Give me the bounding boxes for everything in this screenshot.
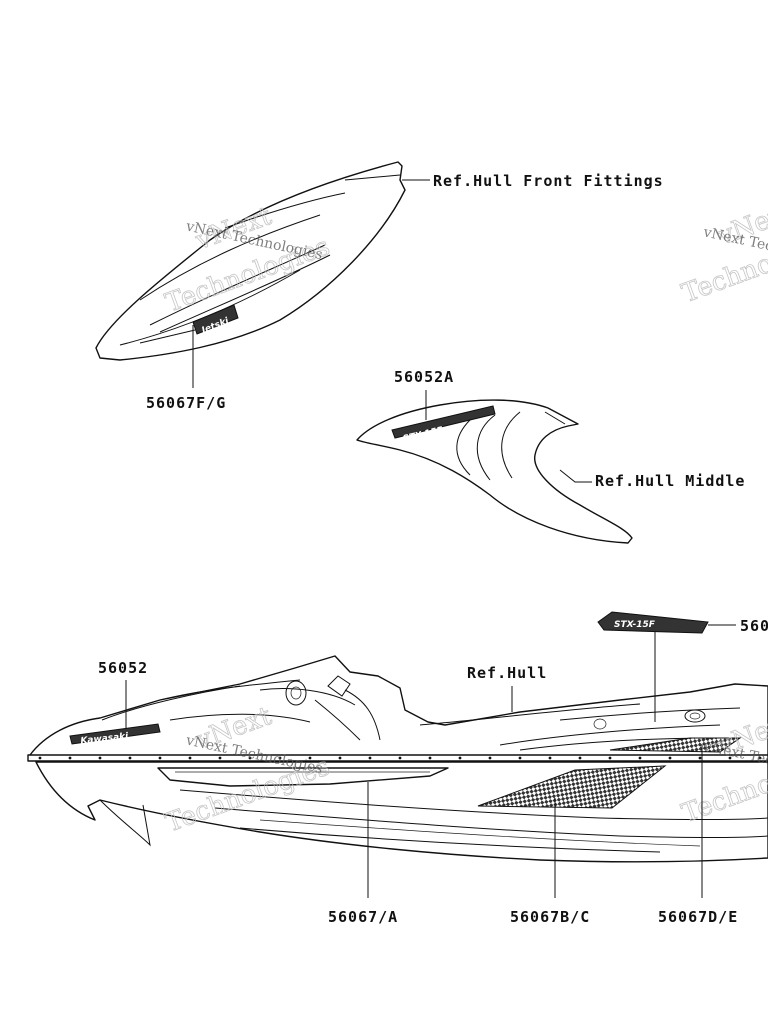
label-ref-hull: Ref.Hull: [467, 664, 547, 682]
hull-front-fitting: Jetski: [95, 161, 406, 361]
leader-lines: [125, 179, 736, 898]
top-stx-decal: STX-15F: [597, 611, 709, 634]
label-56052: 56052: [98, 659, 148, 677]
label-ref-hull-middle: Ref.Hull Middle: [595, 472, 745, 490]
label-56067fg: 56067F/G: [146, 394, 226, 412]
svg-text:STX-15F: STX-15F: [614, 620, 656, 630]
label-5606: 5606: [740, 617, 768, 635]
label-56067a: 56067/A: [328, 908, 398, 926]
label-56052a: 56052A: [394, 368, 454, 386]
label-56067de: 56067D/E: [658, 908, 738, 926]
main-hull: Kawasaki: [27, 655, 768, 863]
rub-rail-dots: [38, 756, 762, 760]
label-56067bc: 56067B/C: [510, 908, 590, 926]
label-ref-hull-front-fittings: Ref.Hull Front Fittings: [433, 172, 664, 190]
hull-middle-fitting: STX-15F: [356, 399, 633, 544]
